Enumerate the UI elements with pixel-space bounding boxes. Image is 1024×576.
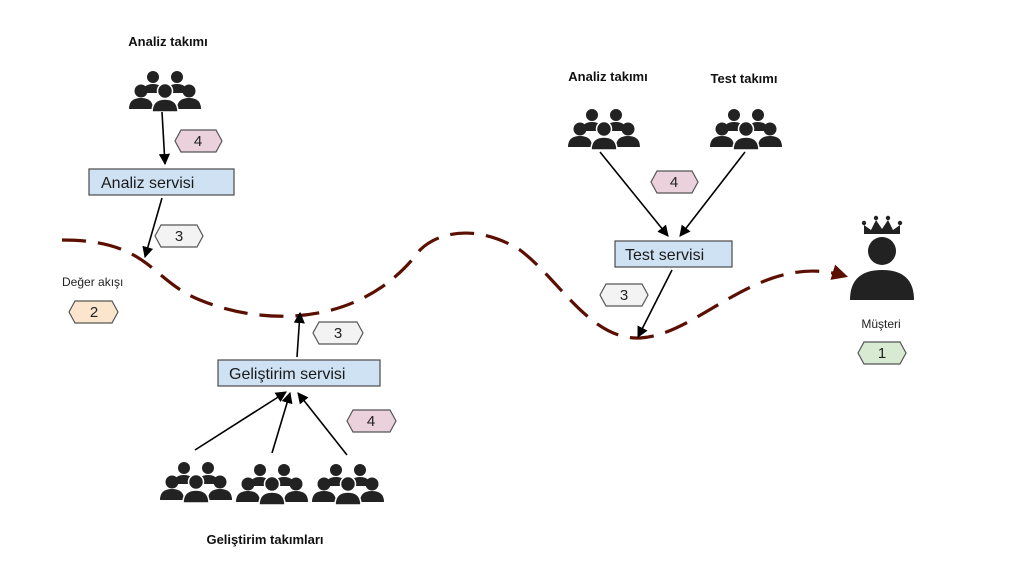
- test-service-badge-value: 3: [620, 287, 628, 304]
- analysis-service-label: Analiz servisi: [101, 175, 194, 192]
- test-teams-badge: [650, 170, 699, 194]
- development-service-label: Geliştirim servisi: [229, 366, 345, 383]
- analysis-team-right-icon: [567, 108, 641, 151]
- dev-team-2-icon: [235, 463, 309, 506]
- value-stream-badge: [68, 300, 119, 324]
- value-stream-path: [61, 231, 849, 340]
- dev-teams-badge-value: 4: [367, 413, 375, 430]
- arrow-dev-service-to-stream: [293, 311, 305, 358]
- analysis-service-badge: [154, 224, 204, 248]
- customer-badge: [857, 341, 907, 365]
- test-teams-badge-value: 4: [670, 174, 678, 191]
- test-team-icon: [709, 108, 783, 151]
- dev-teams-badge: [346, 409, 397, 433]
- development-service-box: [217, 359, 381, 387]
- test-service-badge: [599, 283, 649, 307]
- test-team-label: Test takımı: [711, 71, 778, 86]
- crowned-person-icon: [850, 215, 914, 300]
- test-service-box: [614, 240, 733, 268]
- customer-label: Müşteri: [861, 317, 900, 331]
- arrow-dev-team-2: [271, 391, 293, 454]
- arrow-dev-team-1: [194, 391, 287, 451]
- test-service-label: Test servisi: [625, 247, 704, 264]
- development-service-badge-value: 3: [334, 325, 342, 342]
- arrow-test-team-to-test-service: [679, 151, 746, 237]
- arrow-analysis-team-to-service: [158, 111, 171, 166]
- analysis-team-left-badge-value: 4: [194, 133, 202, 150]
- analysis-service-badge-value: 3: [175, 228, 183, 245]
- analysis-team-left-label: Analiz takımı: [128, 34, 207, 49]
- arrow-analysis-service-to-stream: [142, 197, 163, 259]
- dev-team-3-icon: [311, 463, 385, 506]
- arrow-test-service-to-stream: [637, 269, 673, 338]
- value-stream-badge-value: 2: [90, 304, 98, 321]
- development-service-badge: [312, 321, 364, 345]
- analysis-team-left-badge: [174, 129, 223, 153]
- arrow-analysis-team-to-test-service: [599, 151, 669, 237]
- value-stream-label: Değer akışı: [62, 275, 123, 289]
- analysis-service-box: [88, 168, 235, 196]
- dev-team-1-icon: [159, 461, 233, 504]
- arrow-dev-team-3: [297, 392, 348, 456]
- analysis-team-right-label: Analiz takımı: [568, 69, 647, 84]
- customer-badge-value: 1: [878, 345, 886, 362]
- analysis-team-left-icon: [128, 70, 202, 113]
- dev-teams-label: Geliştirim takımları: [206, 532, 323, 547]
